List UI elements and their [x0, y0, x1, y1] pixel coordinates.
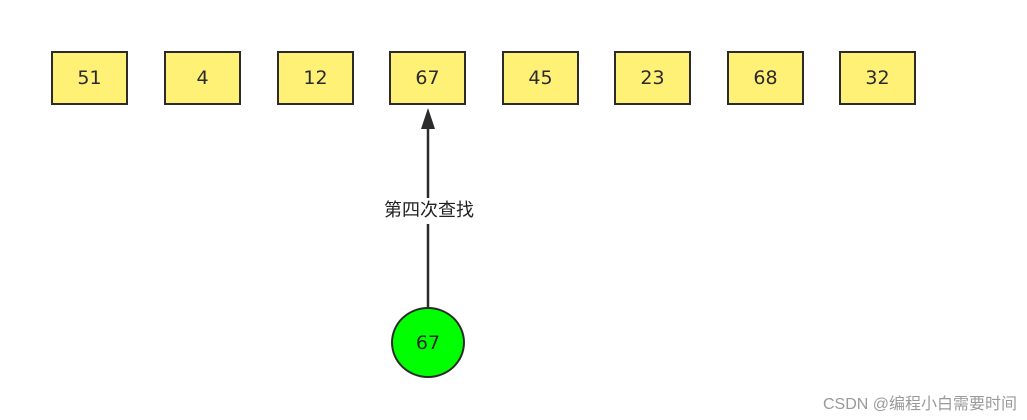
arrow-label: 第四次查找: [368, 198, 490, 224]
array-cell-value: 45: [528, 67, 553, 89]
array-cell-value: 68: [753, 67, 778, 89]
array-cell: 4: [164, 51, 241, 105]
array-cell-current: 67: [389, 51, 466, 105]
array-cell: 32: [839, 51, 916, 105]
target-value: 67: [415, 331, 441, 354]
array-cell-value: 4: [196, 67, 209, 89]
array-cell-value: 12: [303, 67, 328, 89]
target-node: 67: [391, 307, 465, 378]
watermark: CSDN @编程小白需要时间: [822, 396, 1017, 413]
array-cell-value: 51: [77, 67, 102, 89]
array-cell: 12: [277, 51, 354, 105]
array-cell: 45: [502, 51, 579, 105]
array-cell-value: 23: [640, 67, 665, 89]
array-cell: 51: [51, 51, 128, 105]
array-cell: 68: [727, 51, 804, 105]
array-cell-value: 32: [865, 67, 890, 89]
arrow-head-icon: [421, 108, 435, 129]
array-cell-value: 67: [415, 67, 440, 89]
array-cell: 23: [614, 51, 691, 105]
